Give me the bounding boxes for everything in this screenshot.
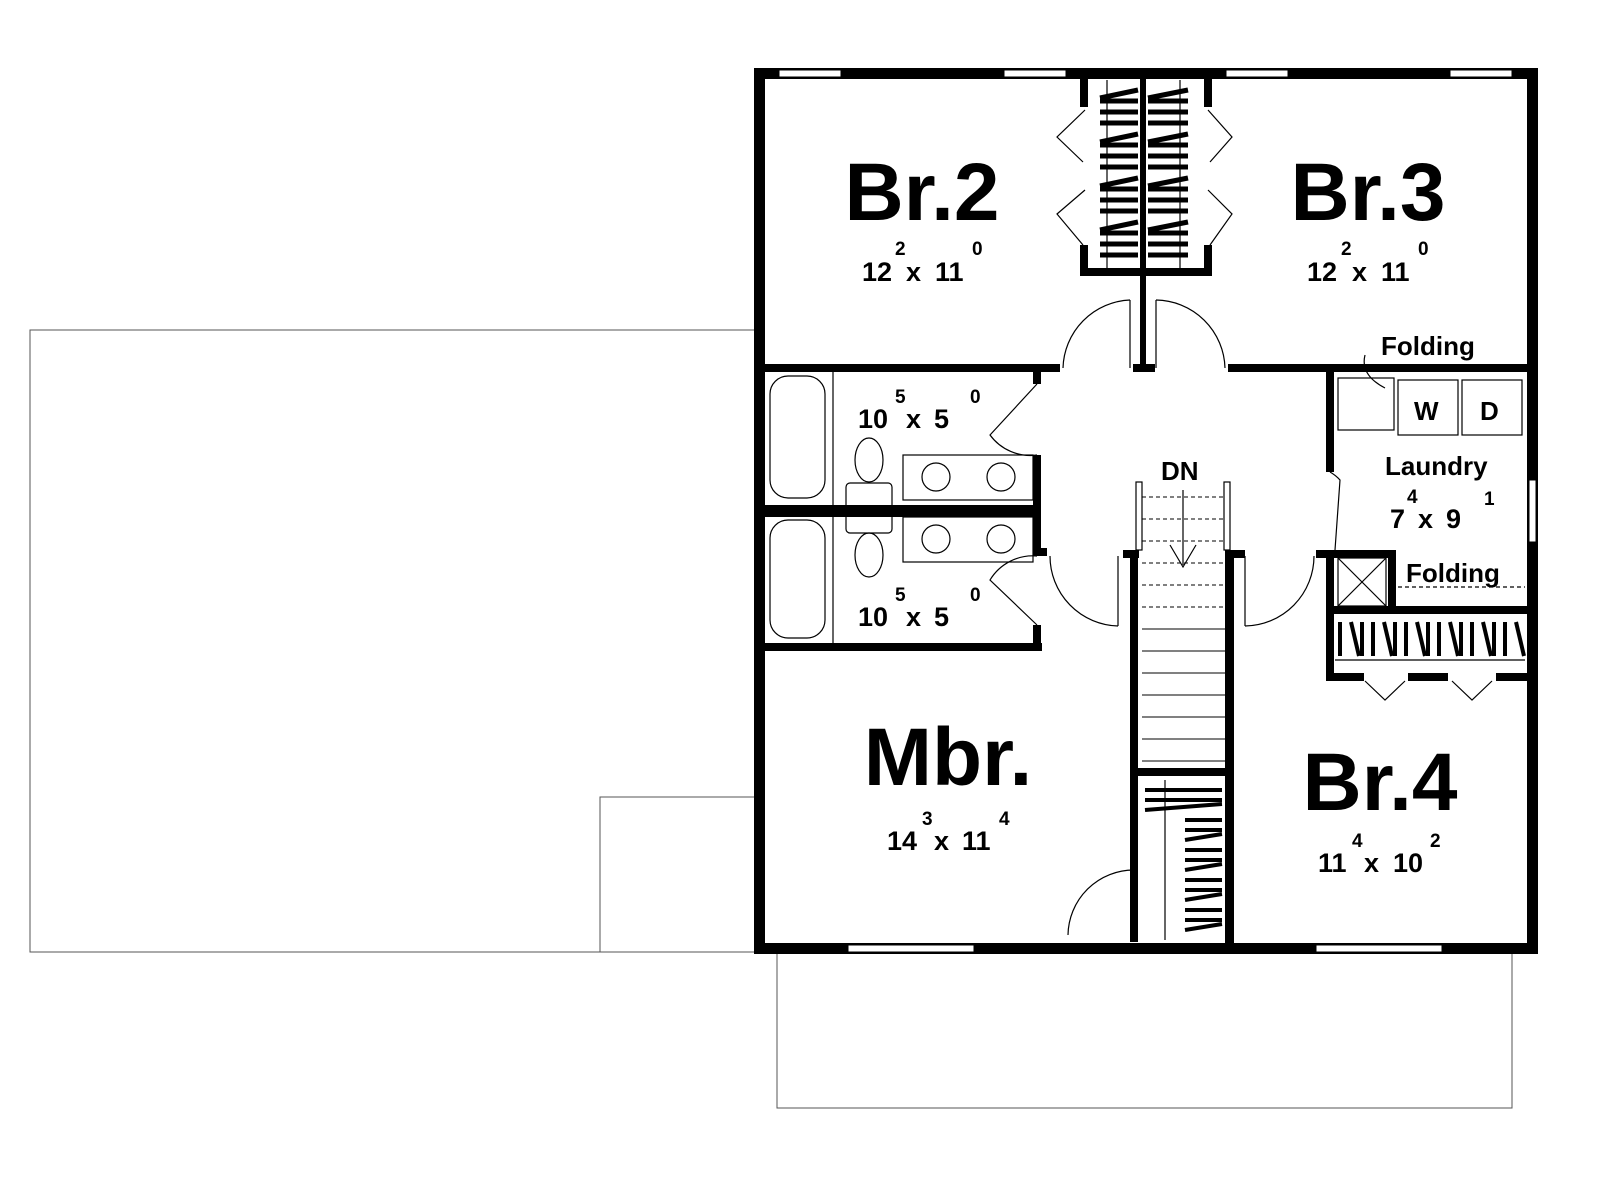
closet-hanger [1147,87,1189,101]
closet-hanger [1147,219,1189,233]
closet-hanger [1448,621,1460,657]
svg-text:4: 4 [1407,487,1418,508]
svg-text:x: x [934,826,949,856]
svg-text:5: 5 [895,585,906,606]
closet-hanger [1382,621,1394,657]
closet-hanger [1184,832,1223,842]
svg-text:0: 0 [1418,239,1429,260]
closet-hanger [1184,862,1223,872]
svg-text:0: 0 [970,387,981,408]
room-dims-br2: 12 2 x 11 0 [862,239,983,287]
dryer-label: D [1480,396,1499,426]
svg-text:x: x [1352,257,1367,287]
dryer [1461,379,1523,436]
folding-door-label-bottom: Folding [1406,558,1500,588]
room-name-laundry: Laundry [1385,451,1488,481]
svg-text:14: 14 [887,826,917,856]
room-dims-mbr: 14 3 x 11 4 [887,809,1010,856]
svg-text:2: 2 [1430,831,1441,852]
closet-hanger [1144,802,1223,812]
room-dims-laundry: 7 4 x 9 1 [1390,487,1495,534]
closet-hanger [1147,131,1189,145]
svg-text:5: 5 [934,602,949,632]
svg-text:x: x [1364,848,1379,878]
closet-hanger [1147,175,1189,189]
svg-text:4: 4 [1352,831,1363,852]
folding-door-label-top: Folding [1381,331,1475,361]
closet-hanger [1184,922,1223,932]
svg-text:0: 0 [970,585,981,606]
closet-hanger [1099,87,1139,101]
porch-outline [776,951,1513,1109]
room-dims-br4: 11 4 x 10 2 [1318,831,1441,878]
svg-text:0: 0 [972,239,983,260]
svg-text:4: 4 [999,809,1010,830]
closet-hanger [1099,175,1139,189]
svg-text:x: x [906,257,921,287]
svg-text:2: 2 [895,239,906,260]
svg-text:x: x [906,602,921,632]
garage-roof-outline [29,329,757,953]
laundry-fixtures [1337,354,1525,607]
svg-text:11: 11 [1318,848,1347,878]
closet-hanger [1415,621,1427,657]
room-name-br3: Br.3 [1291,147,1446,238]
svg-text:9: 9 [1446,504,1461,534]
interior-walls [762,79,1528,945]
stairs-down-label: DN [1161,456,1199,486]
svg-text:x: x [906,404,921,434]
bath-fixtures [769,372,1034,643]
svg-text:7: 7 [1390,504,1405,534]
closet-hanger [1099,131,1139,145]
svg-text:10: 10 [858,602,888,632]
svg-text:11: 11 [1381,257,1410,287]
svg-text:x: x [1418,504,1433,534]
windows [778,69,1537,953]
svg-text:11: 11 [935,257,964,287]
room-name-mbr: Mbr. [864,712,1033,803]
svg-text:11: 11 [962,826,991,856]
svg-text:5: 5 [934,404,949,434]
closet-hanger [1514,621,1526,657]
staircase [1135,481,1231,762]
washer-label: W [1414,396,1439,426]
svg-text:12: 12 [862,257,892,287]
svg-text:3: 3 [922,809,933,830]
svg-text:10: 10 [858,404,888,434]
svg-text:10: 10 [1393,848,1423,878]
closet-hanger [1099,219,1139,233]
room-name-br2: Br.2 [845,147,1000,238]
svg-text:1: 1 [1484,489,1495,510]
closet-hanger [1481,621,1493,657]
room-name-br4: Br.4 [1303,737,1458,828]
svg-text:2: 2 [1341,239,1352,260]
svg-text:12: 12 [1307,257,1337,287]
closet-shelving [1056,80,1526,940]
doors [989,299,1341,936]
room-dims-bath1: 10 5 x 5 0 [858,387,981,434]
svg-text:5: 5 [895,387,906,408]
room-dims-bath2: 10 5 x 5 0 [858,585,981,632]
room-dims-br3: 12 2 x 11 0 [1307,239,1429,287]
closet-hanger [1184,892,1223,902]
washer [1397,379,1459,436]
closet-hanger [1349,621,1361,657]
